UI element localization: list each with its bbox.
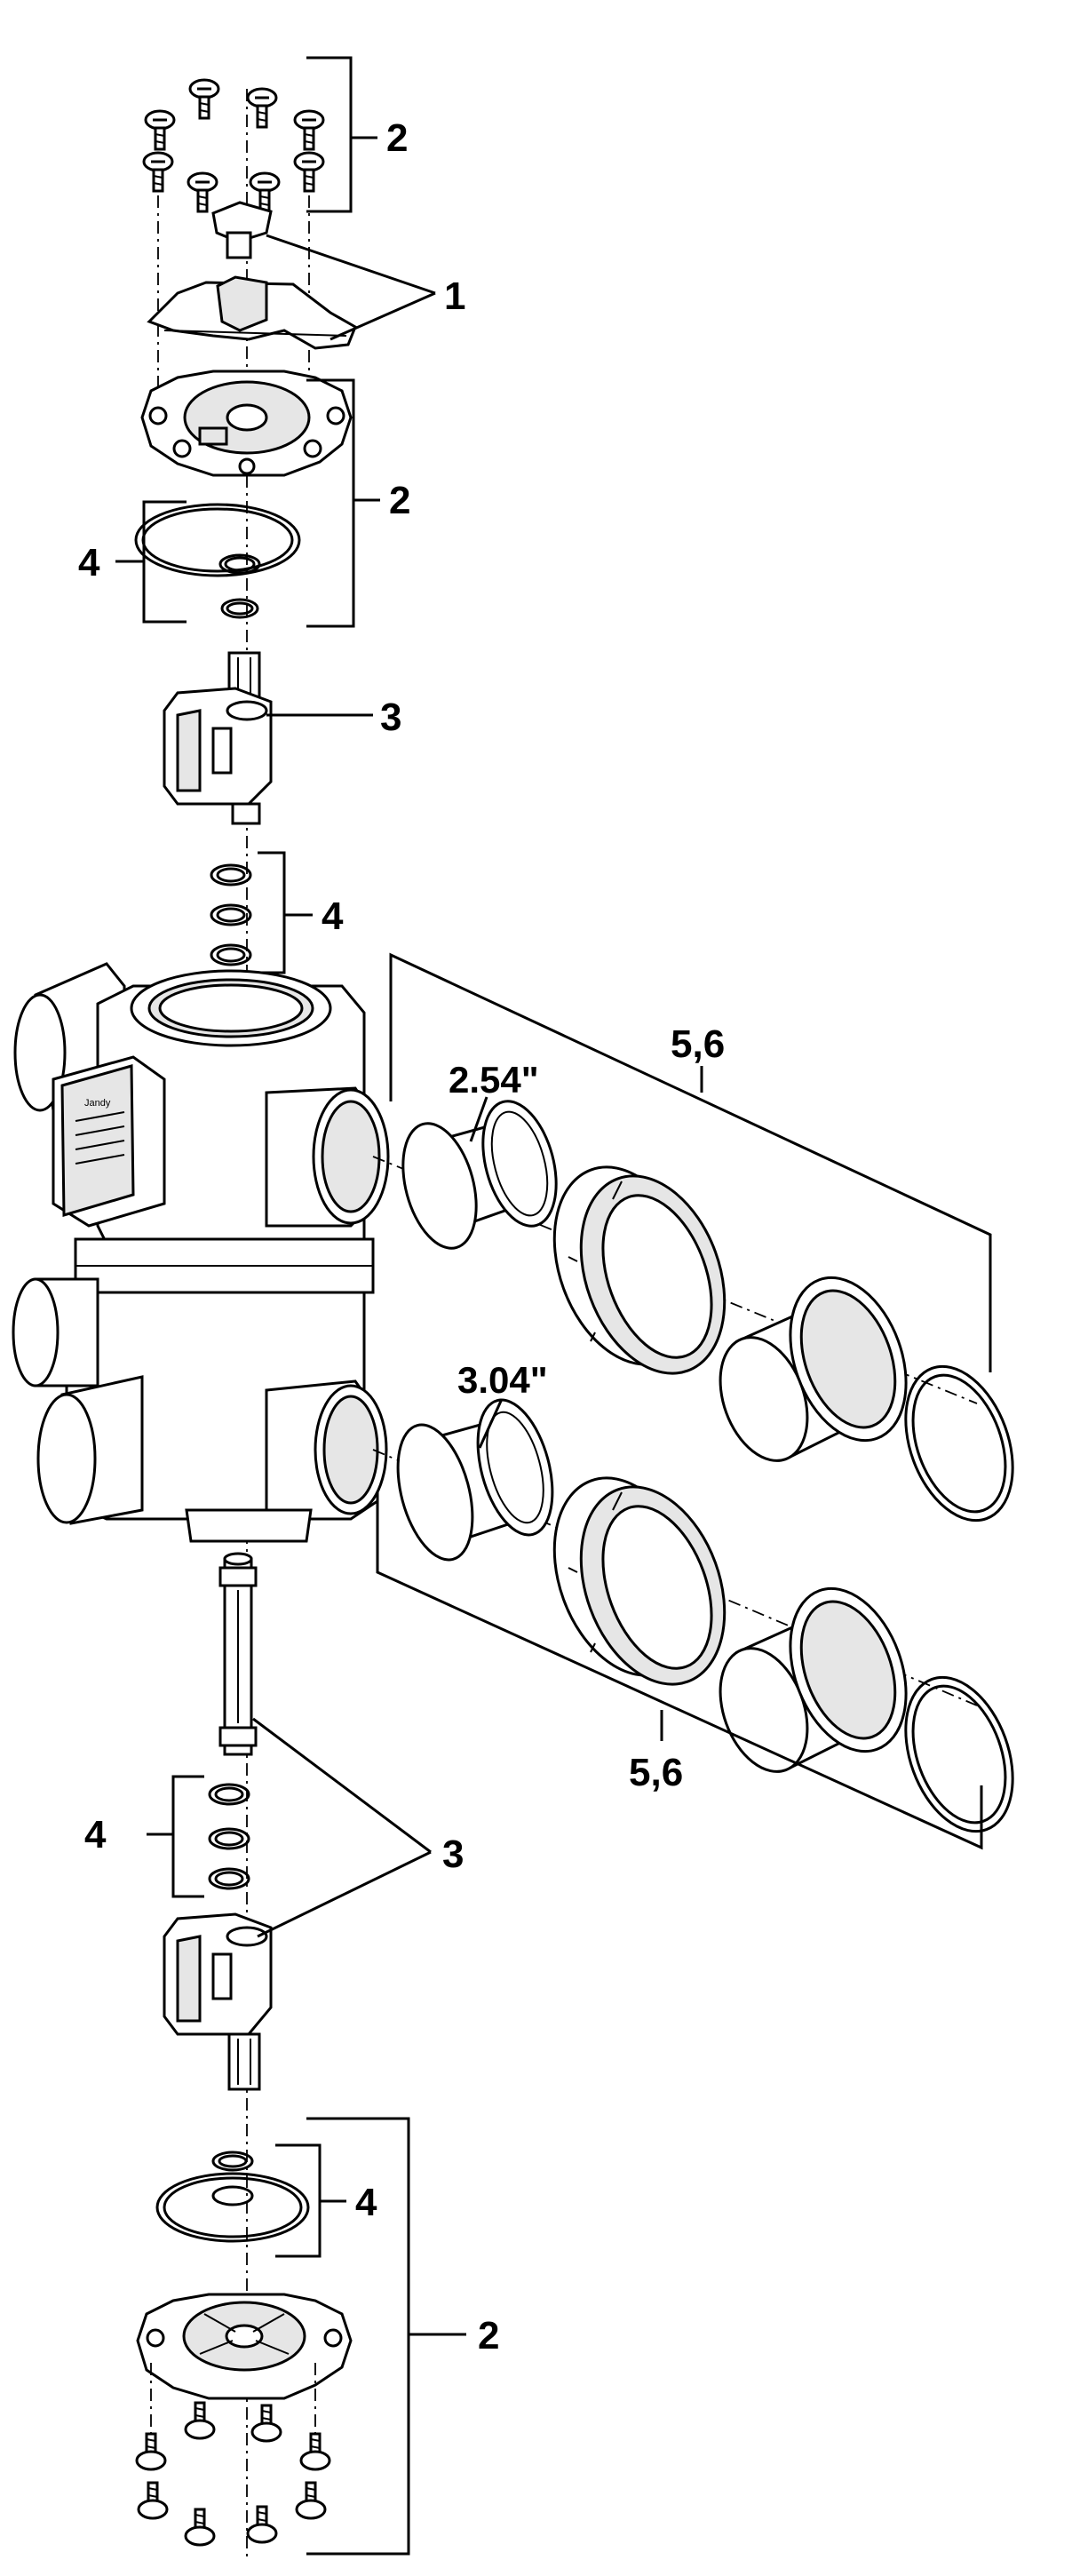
valve-body: Jandy <box>12 962 390 1543</box>
leader-1-b <box>330 291 436 341</box>
bottom-orings <box>155 2151 310 2243</box>
bracket-56-bottom <box>376 1501 983 1850</box>
screw <box>293 109 325 151</box>
lower-tailpiece <box>719 1586 908 1773</box>
bracket-4-lower <box>171 1775 204 1898</box>
leader-1-a <box>266 234 436 295</box>
upper-gasket <box>904 1364 1014 1523</box>
top-cover <box>140 370 353 477</box>
screw <box>142 151 174 193</box>
screw <box>293 151 325 193</box>
upper-union-nut <box>552 1165 727 1375</box>
callout-2-bottom: 2 <box>478 2314 499 2357</box>
screw <box>135 2432 167 2471</box>
screw <box>250 2404 282 2443</box>
bracket-56-top <box>389 952 992 1372</box>
dim-2-54: 2.54" <box>449 1059 539 1101</box>
callout-4-bottom: 4 <box>355 2181 377 2224</box>
callout-4-lower: 4 <box>84 1813 107 1856</box>
screw <box>187 171 218 213</box>
lower-orings <box>208 1783 250 1890</box>
screw <box>246 87 278 129</box>
bottom-diverter <box>163 1912 273 2091</box>
shaft <box>218 1552 258 1756</box>
callout-2-top: 2 <box>386 116 408 160</box>
top-diverter <box>163 651 273 825</box>
top-screws <box>142 78 325 213</box>
body-label-brand: Jandy <box>84 1098 111 1109</box>
bracket-2-bottom <box>306 2117 410 2556</box>
upper-tailpiece <box>719 1276 908 1462</box>
screw <box>144 109 176 151</box>
bracket-4-upper <box>258 851 286 974</box>
lower-union-nut <box>552 1476 727 1686</box>
leader-3-bottom-b <box>257 1850 432 1938</box>
screw <box>299 2432 331 2471</box>
handle-assembly <box>147 201 357 350</box>
callout-2-mid: 2 <box>389 479 410 522</box>
bottom-cover <box>136 2293 353 2400</box>
callout-4-upper: 4 <box>322 894 344 938</box>
bracket-2-mid <box>306 378 355 628</box>
screw <box>137 2481 169 2520</box>
callout-3-top: 3 <box>380 696 401 739</box>
top-orings <box>134 503 301 619</box>
lower-pipe-segment <box>396 1398 554 1562</box>
callout-56-bottom: 5,6 <box>629 1751 683 1794</box>
leader-dim-top <box>469 1096 488 1142</box>
screw <box>295 2481 327 2520</box>
leader-dim-bottom <box>478 1398 504 1449</box>
upper-orings <box>210 863 252 966</box>
bracket-2-top <box>306 56 353 213</box>
bracket-4-bottom <box>275 2143 322 2258</box>
bottom-screws <box>135 2401 331 2547</box>
callout-3-bottom: 3 <box>442 1833 464 1876</box>
screw <box>188 78 220 120</box>
upper-pipe-segment <box>401 1100 558 1250</box>
screw <box>246 2505 278 2544</box>
dim-3-04: 3.04" <box>457 1359 548 1401</box>
screw <box>184 2401 216 2440</box>
callout-4-top: 4 <box>78 541 100 584</box>
callout-56-top: 5,6 <box>671 1022 725 1066</box>
callout-1: 1 <box>444 274 465 318</box>
lower-gasket <box>904 1675 1014 1833</box>
screw <box>184 2508 216 2547</box>
leader-3-bottom-a <box>252 1717 432 1854</box>
